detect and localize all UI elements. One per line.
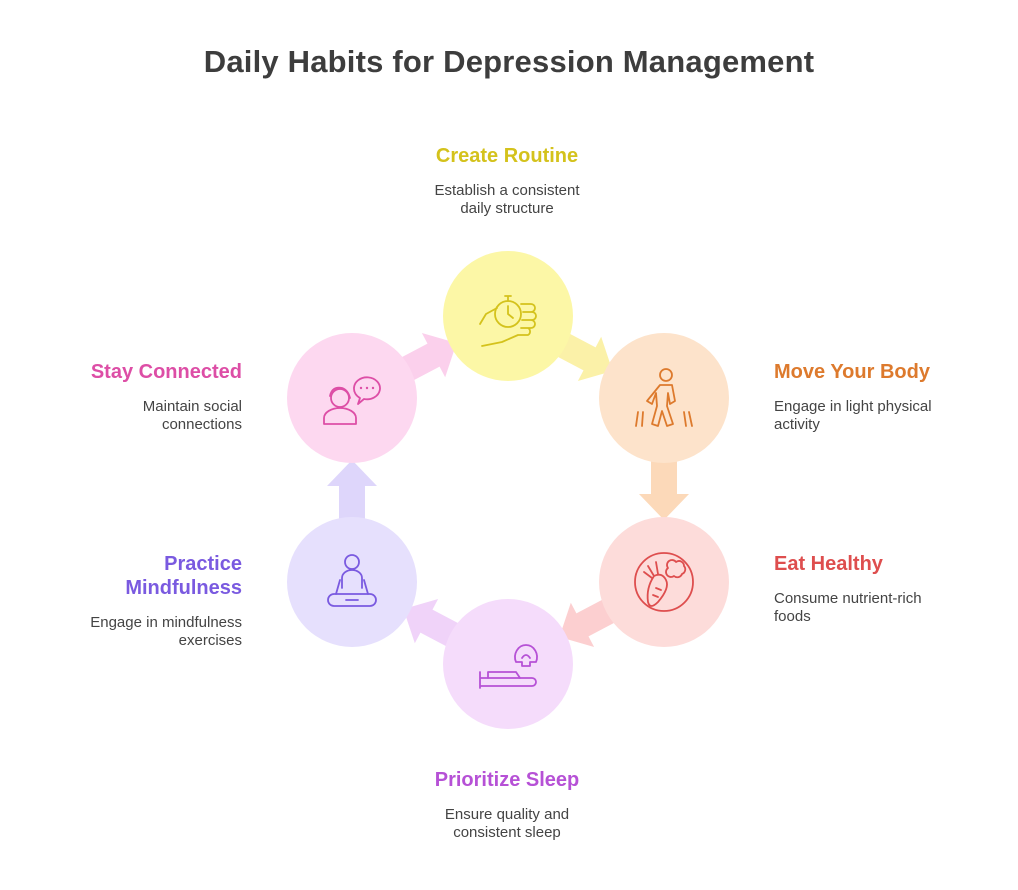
arrow-practice-mindfulness-to-stay-connected <box>327 460 377 520</box>
step-title-practice-mindfulness: Practice Mindfulness <box>125 553 242 599</box>
node-practice-mindfulness <box>287 517 417 647</box>
arrow-move-your-body-to-eat-healthy <box>639 460 689 520</box>
cycle-arrows <box>327 331 689 649</box>
label-create-routine: Create Routine Establish a consistent da… <box>357 144 657 218</box>
node-move-your-body <box>599 333 729 463</box>
arrow-create-routine-to-move-your-body <box>553 331 613 381</box>
arrow-prioritize-sleep-to-practice-mindfulness <box>403 599 463 649</box>
label-stay-connected: Stay Connected Maintain social connectio… <box>12 360 242 434</box>
step-description-prioritize-sleep: Ensure quality and consistent sleep <box>444 806 570 841</box>
label-prioritize-sleep: Prioritize Sleep Ensure quality and cons… <box>357 768 657 842</box>
step-title-move-your-body: Move Your Body <box>774 361 930 383</box>
step-description-eat-healthy: Consume nutrient-rich foods <box>774 590 922 625</box>
label-practice-mindfulness: Practice Mindfulness Engage in mindfulne… <box>12 552 242 650</box>
arrow-eat-healthy-to-prioritize-sleep <box>559 597 619 647</box>
step-title-create-routine: Create Routine <box>435 145 579 167</box>
label-move-your-body: Move Your Body Engage in light physical … <box>774 360 1004 434</box>
step-description-practice-mindfulness: Engage in mindfulness exercises <box>90 614 242 649</box>
node-create-routine <box>443 251 573 381</box>
page-title: Daily Habits for Depression Management <box>203 44 815 79</box>
walking-person-icon <box>635 368 693 427</box>
meditating-person-icon <box>327 554 377 607</box>
label-eat-healthy: Eat Healthy Consume nutrient-rich foods <box>774 552 1004 626</box>
healthy-food-icon <box>634 552 694 612</box>
step-description-stay-connected: Maintain social connections <box>142 398 242 433</box>
step-title-stay-connected: Stay Connected <box>90 361 242 383</box>
step-title-eat-healthy: Eat Healthy <box>774 553 883 575</box>
cycle-nodes <box>287 251 729 729</box>
node-eat-healthy <box>599 517 729 647</box>
step-description-move-your-body: Engage in light physical activity <box>774 398 932 433</box>
step-description-create-routine: Establish a consistent daily structure <box>434 182 580 217</box>
arrow-stay-connected-to-create-routine <box>397 333 457 383</box>
clock-hand-icon <box>479 295 537 347</box>
node-prioritize-sleep <box>443 599 573 729</box>
chatting-person-icon <box>323 376 381 425</box>
node-stay-connected <box>287 333 417 463</box>
sleeping-person-icon <box>479 644 538 689</box>
step-title-prioritize-sleep: Prioritize Sleep <box>434 769 580 791</box>
